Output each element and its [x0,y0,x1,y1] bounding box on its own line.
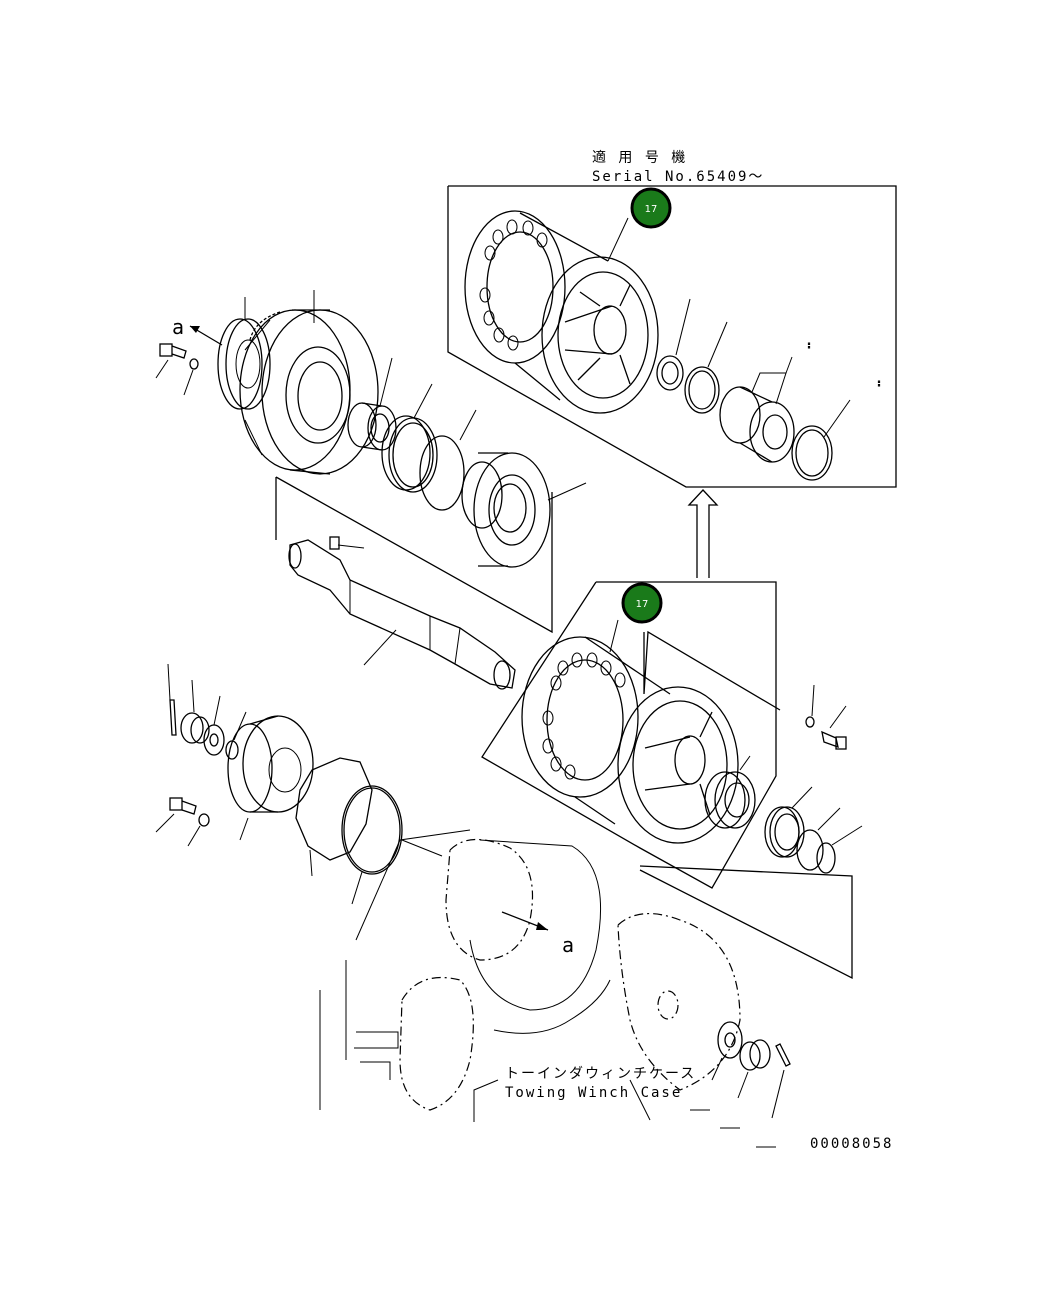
view-a-marker-top: a [172,315,223,346]
lower-bearing [704,755,756,829]
ring-gear [239,290,379,475]
case-label-jp: トーインダウィンチケース [505,1066,696,1082]
lower-seals [764,786,863,874]
castle-nut-right [737,1039,771,1099]
lower-right-frame [639,865,853,980]
shaft-frame [275,476,553,634]
lower-winch-drum [521,619,739,844]
washer-left [203,695,225,756]
svg-text:a: a [562,933,574,957]
lower-detail-frame [481,581,781,889]
seal-rings [381,383,477,511]
svg-text:a: a [172,315,184,339]
callout-17-lower[interactable]: 17 [621,582,663,624]
bearing-left [347,357,397,451]
drawing-number: 00008058 [810,1136,893,1152]
upper-rings-bearing [656,355,833,481]
view-a-marker-bottom: a [501,911,574,957]
svg-text::: : [876,378,882,389]
cotter-pin-left [167,663,177,736]
serial-label-en: Serial No.65409〜 [592,169,764,185]
cover-plate [295,757,373,877]
o-ring [341,785,403,905]
upper-leader-lines: : : [607,217,883,438]
cotter-pin-right [771,1043,791,1119]
callout-17-upper[interactable]: 17 [630,187,672,229]
washer-right [711,1021,743,1081]
flange-plate [217,297,271,410]
up-arrow [687,489,719,578]
upper-drum-holes [479,219,548,351]
main-shaft [288,536,516,690]
case-label-en: Towing Winch Case [505,1085,682,1101]
bolt-top-left [155,343,199,396]
bolt-right [805,684,847,750]
callout-17-lower-label: 17 [636,599,649,610]
upper-winch-drum [464,210,659,414]
upper-detail-frame [447,185,897,488]
hub-flange [461,452,587,568]
winch-case-outline [319,829,741,1122]
callout-17-upper-label: 17 [645,204,658,215]
bolt-lower-left [155,797,210,847]
serial-label-jp: 適 用 号 機 [592,149,687,166]
lower-drum-holes [542,652,626,780]
castle-nut-left [180,679,210,744]
bearing-housing [227,715,314,841]
svg-text::: : [806,340,812,351]
